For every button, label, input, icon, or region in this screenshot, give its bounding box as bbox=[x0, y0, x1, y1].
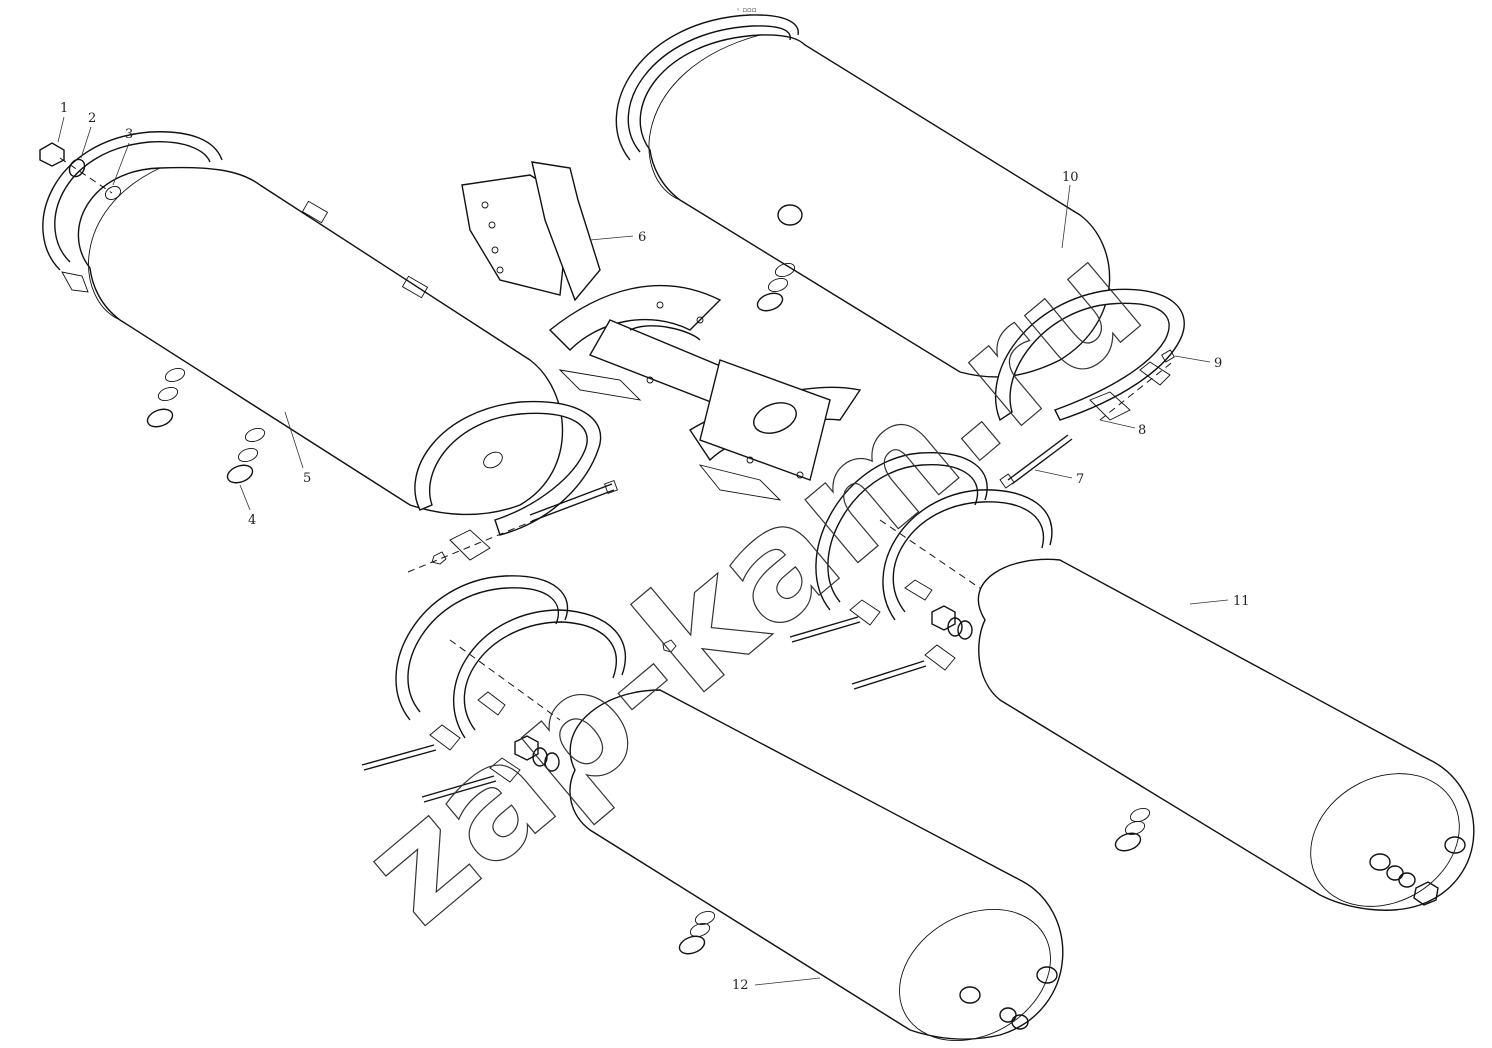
cross-frame-assembly bbox=[548, 284, 862, 501]
port-10 bbox=[777, 204, 803, 226]
callout-10-label: 10 bbox=[1062, 170, 1079, 185]
callout-9-label: 9 bbox=[1214, 356, 1222, 371]
header-mark: ◦ ▫▫▫ bbox=[736, 6, 757, 14]
drain-plug-stack-5b bbox=[226, 427, 266, 484]
callout-10: 10 bbox=[1061, 170, 1079, 249]
air-receiver-11 bbox=[977, 558, 1475, 911]
mounting-bracket-6 bbox=[461, 161, 601, 302]
plug-part-1 bbox=[39, 142, 65, 167]
air-receiver-5 bbox=[77, 166, 564, 516]
callout-4: 4 bbox=[239, 484, 256, 528]
callout-5-label: 5 bbox=[303, 471, 311, 486]
clamp-band-10-right bbox=[994, 288, 1185, 422]
callout-1: 1 bbox=[57, 101, 68, 143]
callout-12-label: 12 bbox=[732, 978, 749, 993]
callout-2-label: 2 bbox=[88, 111, 96, 126]
air-receiver-10 bbox=[639, 34, 1111, 378]
callout-11: 11 bbox=[1189, 594, 1250, 609]
nut-part-9 bbox=[1161, 349, 1175, 363]
axis-line-10 bbox=[1099, 359, 1176, 421]
callout-2: 2 bbox=[80, 111, 96, 159]
nut-5 bbox=[431, 551, 447, 565]
callout-5: 5 bbox=[284, 411, 311, 486]
clamp-bands-12 bbox=[395, 575, 627, 783]
callout-7-label: 7 bbox=[1076, 472, 1084, 487]
drain-plug-stack-5a bbox=[146, 367, 186, 428]
callout-12: 12 bbox=[732, 977, 821, 993]
drain-plug-stack-12 bbox=[678, 910, 716, 955]
callout-1-label: 1 bbox=[60, 101, 68, 116]
clamp-bolts-12 bbox=[361, 744, 497, 803]
axis-line-5 bbox=[407, 517, 541, 573]
callout-7: 7 bbox=[1034, 469, 1084, 487]
drain-plug-stack-10 bbox=[756, 262, 796, 312]
clamp-band-5-left bbox=[42, 131, 223, 293]
clamp-band-5-right bbox=[414, 400, 602, 561]
callout-6-label: 6 bbox=[638, 230, 646, 245]
axis-line-1 bbox=[59, 157, 113, 194]
axis-line-12 bbox=[449, 639, 561, 721]
fitting-stack-11 bbox=[931, 605, 973, 640]
callout-3-label: 3 bbox=[125, 127, 133, 142]
callout-6: 6 bbox=[589, 230, 646, 245]
clamp-band-10-left bbox=[615, 14, 799, 161]
clamp-bolts-11 bbox=[789, 616, 927, 690]
callout-4-label: 4 bbox=[248, 513, 256, 528]
callout-11-label: 11 bbox=[1233, 594, 1250, 609]
bolt-part-7 bbox=[999, 434, 1073, 489]
callout-3: 3 bbox=[112, 127, 133, 186]
washer-part-2 bbox=[68, 158, 86, 178]
fitting-stack-12 bbox=[514, 735, 560, 772]
callout-8-label: 8 bbox=[1138, 423, 1146, 438]
callout-8: 8 bbox=[1099, 419, 1146, 438]
callout-9: 9 bbox=[1174, 355, 1222, 371]
axis-line-11 bbox=[879, 519, 991, 596]
clamp-bolt-5 bbox=[529, 480, 618, 522]
clamp-bands-11 bbox=[815, 452, 1053, 671]
air-receiver-12 bbox=[569, 689, 1064, 1042]
nut-12 bbox=[662, 639, 677, 653]
drain-plug-stack-11 bbox=[1114, 807, 1151, 852]
